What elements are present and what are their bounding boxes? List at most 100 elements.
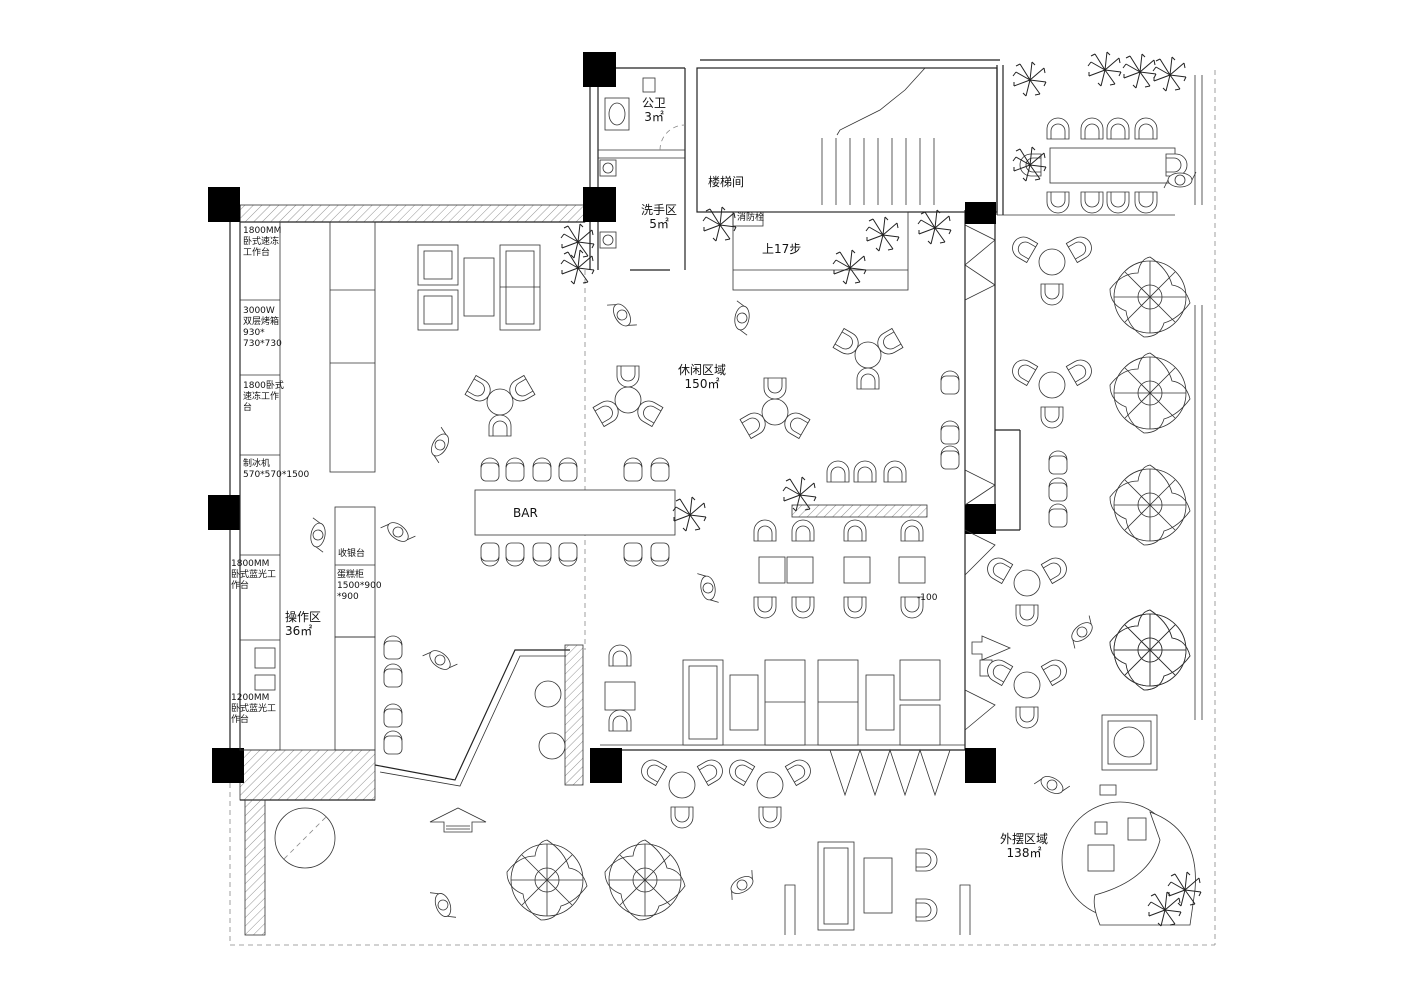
round-table	[761, 398, 789, 426]
bar-stool	[532, 457, 552, 482]
person-figure	[422, 643, 458, 677]
chair	[758, 806, 782, 829]
person-figure	[306, 517, 330, 553]
round-table	[1013, 671, 1041, 699]
person-figure	[730, 300, 754, 336]
bar-stool	[623, 542, 643, 567]
chair	[1065, 232, 1096, 263]
person-figure	[723, 869, 761, 901]
stool	[383, 730, 403, 755]
chair	[900, 519, 924, 542]
plant	[1152, 56, 1187, 92]
chair	[608, 644, 632, 667]
patio-umbrella	[1109, 256, 1191, 338]
bar-label: BAR	[513, 506, 538, 520]
chair	[1046, 191, 1070, 214]
chair	[637, 755, 668, 786]
patio-umbrella	[604, 839, 686, 921]
small-round-table	[538, 732, 566, 760]
stairs-up-label: 上17步	[762, 242, 802, 256]
chair	[696, 755, 727, 786]
staircase	[732, 67, 935, 291]
equipment-label: 1800MM 卧式速冻 工作台	[243, 226, 282, 258]
bar-stool	[623, 457, 643, 482]
chair	[1134, 191, 1158, 214]
plant	[917, 209, 952, 245]
bar-stool	[480, 542, 500, 567]
chair	[1040, 655, 1071, 686]
round-table	[614, 386, 642, 414]
plant	[672, 496, 707, 532]
stool	[940, 420, 960, 445]
round-table	[1013, 569, 1041, 597]
plant	[1122, 53, 1157, 89]
patio-umbrella	[1109, 464, 1191, 546]
chair	[853, 460, 877, 483]
chair	[1134, 117, 1158, 140]
chair	[983, 655, 1014, 686]
chair	[1040, 553, 1071, 584]
round-table	[756, 771, 784, 799]
plant	[865, 216, 900, 252]
chair	[1080, 117, 1104, 140]
chair	[1008, 355, 1039, 386]
plant	[560, 249, 595, 285]
chair	[915, 848, 938, 872]
chair	[784, 755, 815, 786]
person-figure	[696, 570, 720, 606]
equipment-label: 1800MM 卧式蓝光工 作台	[231, 559, 277, 591]
bar-stool	[558, 542, 578, 567]
chair	[1165, 153, 1188, 177]
round-table	[1038, 248, 1066, 276]
chair	[753, 519, 777, 542]
bar-stool	[532, 542, 552, 567]
chair	[983, 553, 1014, 584]
stool	[940, 445, 960, 470]
bar-stool	[558, 457, 578, 482]
bar-stool	[650, 542, 670, 567]
chair	[915, 898, 938, 922]
chair	[616, 365, 640, 388]
restroom-fixtures	[599, 77, 686, 249]
chair	[1015, 604, 1039, 627]
chair	[1046, 117, 1070, 140]
equipment-label: 1200MM 卧式蓝光工 作台	[231, 693, 277, 725]
lounge-sofas	[417, 244, 541, 331]
chair	[791, 596, 815, 619]
outdoor-elements	[274, 147, 1196, 931]
chair	[883, 460, 907, 483]
chair	[856, 367, 880, 390]
small-round-table	[534, 680, 562, 708]
chair	[1065, 355, 1096, 386]
bar-stool	[505, 542, 525, 567]
level-label: -100	[917, 593, 938, 603]
plant	[832, 249, 867, 285]
patio-umbrella	[506, 839, 588, 921]
person-figure	[606, 296, 638, 334]
square-table	[898, 556, 926, 584]
chair	[753, 596, 777, 619]
equipment-label: 蛋糕柜 1500*900 *900	[337, 570, 382, 602]
kitchen-equipment	[239, 221, 376, 751]
chair	[608, 709, 632, 732]
chair	[488, 414, 512, 437]
stool	[1048, 503, 1068, 528]
square-table	[843, 556, 871, 584]
plant	[1087, 51, 1122, 87]
chair	[1008, 232, 1039, 263]
square-table	[758, 556, 786, 584]
person-figure	[380, 515, 416, 549]
plant	[1012, 61, 1047, 97]
bar-counter	[474, 489, 676, 536]
chair	[843, 596, 867, 619]
cashier-label: 收银台	[338, 549, 366, 559]
walls	[229, 59, 1216, 946]
round-table	[668, 771, 696, 799]
chair	[1106, 117, 1130, 140]
chair	[670, 806, 694, 829]
